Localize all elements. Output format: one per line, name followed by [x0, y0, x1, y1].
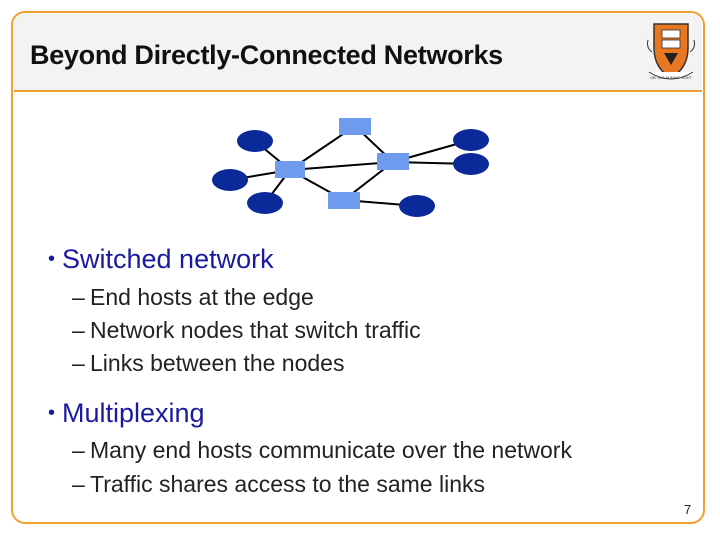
switch-node-icon — [328, 192, 360, 209]
sub-item: –Links between the nodes — [72, 350, 345, 376]
sub-item: –Many end hosts communicate over the net… — [72, 437, 572, 463]
princeton-shield-logo: DEI SUB NUMINE VIGET — [647, 23, 695, 80]
end-host-icon — [399, 195, 435, 217]
sub-item: –End hosts at the edge — [72, 284, 314, 310]
slide-frame — [11, 11, 705, 524]
dash-marker: – — [72, 471, 85, 497]
bullet-multiplexing: •Multiplexing — [48, 398, 205, 428]
dash-marker: – — [72, 317, 85, 343]
end-host-icon — [453, 129, 489, 151]
end-host-icon — [453, 153, 489, 175]
switch-nodes — [275, 118, 409, 209]
page-title: Beyond Directly-Connected Networks — [30, 40, 503, 70]
end-host-icon — [212, 169, 248, 191]
switch-node-icon — [377, 153, 409, 170]
link — [289, 161, 394, 171]
page-number: 7 — [684, 502, 692, 517]
bullet-dot: • — [48, 248, 56, 270]
dash-marker: – — [72, 437, 85, 463]
title-bar — [14, 14, 702, 92]
dash-marker: – — [72, 350, 85, 376]
switch-node-icon — [339, 118, 371, 135]
dash-marker: – — [72, 284, 85, 310]
end-host-icon — [237, 130, 273, 152]
network-diagram — [212, 118, 489, 217]
end-host-icon — [247, 192, 283, 214]
sub-item: –Network nodes that switch traffic — [72, 317, 421, 343]
sub-item: –Traffic shares access to the same links — [72, 471, 485, 497]
bullet-switched-network: •Switched network — [48, 244, 274, 274]
bullet-dot: • — [48, 402, 56, 424]
end-hosts — [212, 129, 489, 217]
logo-motto: DEI SUB NUMINE VIGET — [650, 76, 692, 80]
switch-node-icon — [275, 161, 305, 178]
